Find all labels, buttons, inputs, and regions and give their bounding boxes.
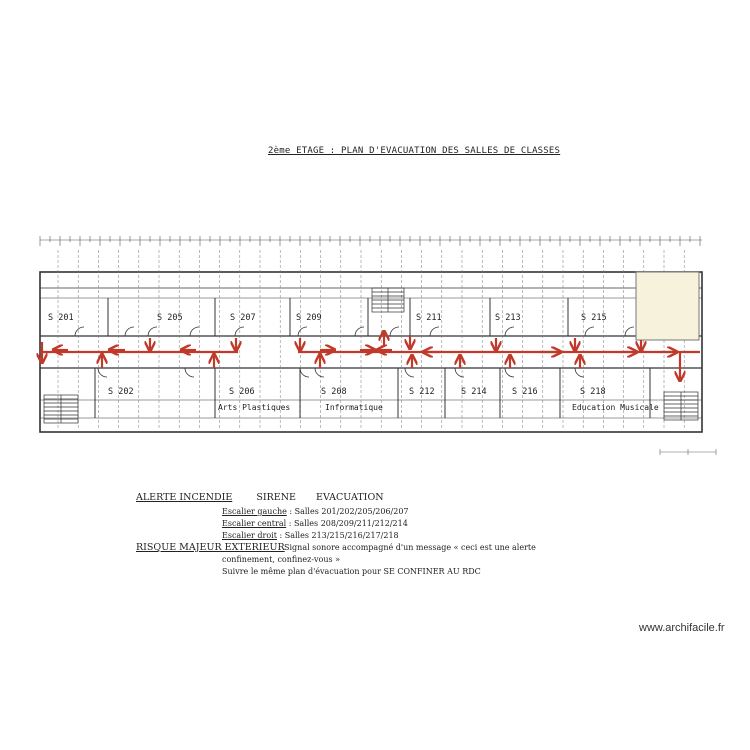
room-label-214: S 214 [461, 387, 487, 397]
legend-evacuation: EVACUATION [316, 492, 384, 503]
legend-signal-line-3: Suivre le même plan d'évacuation pour SE… [222, 567, 481, 576]
evacuation-arrows [40, 332, 700, 380]
room-label-202: S 202 [108, 387, 134, 397]
ruler-ticks [39, 236, 702, 246]
scale-marks [659, 449, 717, 455]
room-label-213: S 213 [495, 313, 521, 323]
room-label-208: S 208 [321, 387, 347, 397]
room-label-211: S 211 [416, 313, 442, 323]
legend-escalier-gauche: Escalier gauche [222, 507, 287, 516]
legend-escalier-central: Escalier central [222, 519, 287, 528]
room-label-209: S 209 [296, 313, 322, 323]
highlighted-room-block [635, 271, 700, 341]
subject-labels: Arts Plastiques Informatique Education M… [218, 403, 659, 412]
legend-escalier-droit: Escalier droit [222, 531, 277, 540]
legend-escalier-central-rooms: : Salles 208/209/211/212/214 [288, 519, 408, 528]
legend-escalier-droit-rooms: : Salles 213/215/216/217/218 [279, 531, 399, 540]
room-label-216: S 216 [512, 387, 538, 397]
room-label-215: S 215 [581, 313, 607, 323]
legend-risque-majeur: RISQUE MAJEUR EXTERIEUR [136, 542, 285, 553]
column-grid [57, 250, 685, 430]
room-labels-bottom: S 202 S 206 S 208 S 212 S 214 S 216 S 21… [108, 387, 606, 397]
legend-sirene: SIRENE [256, 492, 296, 503]
room-label-206: S 206 [229, 387, 255, 397]
room-label-212: S 212 [409, 387, 435, 397]
stairs-left [43, 394, 79, 424]
stairs-right [663, 391, 699, 421]
subject-education-musicale: Education Musicale [572, 403, 659, 412]
room-labels-top: S 201 S 205 S 207 S 209 S 211 S 213 S 21… [48, 313, 607, 323]
legend-alerte-incendie: ALERTE INCENDIE [136, 492, 233, 503]
legend-signal-line-1: Signal sonore accompagné d'un message « … [284, 543, 536, 552]
subject-arts-plastiques: Arts Plastiques [218, 403, 290, 412]
door-swings [74, 326, 635, 378]
legend-signal-line-2: confinement, confinez-vous » [222, 555, 341, 564]
room-label-218: S 218 [580, 387, 606, 397]
room-label-205: S 205 [157, 313, 183, 323]
plan-title: 2ème ETAGE : PLAN D'EVACUATION DES SALLE… [268, 146, 561, 156]
stairs-central [371, 287, 405, 313]
watermark: www.archifacile.fr [639, 622, 725, 634]
room-label-201: S 201 [48, 313, 74, 323]
room-partitions [94, 298, 651, 418]
room-label-207: S 207 [230, 313, 256, 323]
building-outline [39, 271, 703, 433]
subject-informatique: Informatique [325, 403, 383, 412]
legend-escalier-gauche-rooms: : Salles 201/202/205/206/207 [289, 507, 409, 516]
